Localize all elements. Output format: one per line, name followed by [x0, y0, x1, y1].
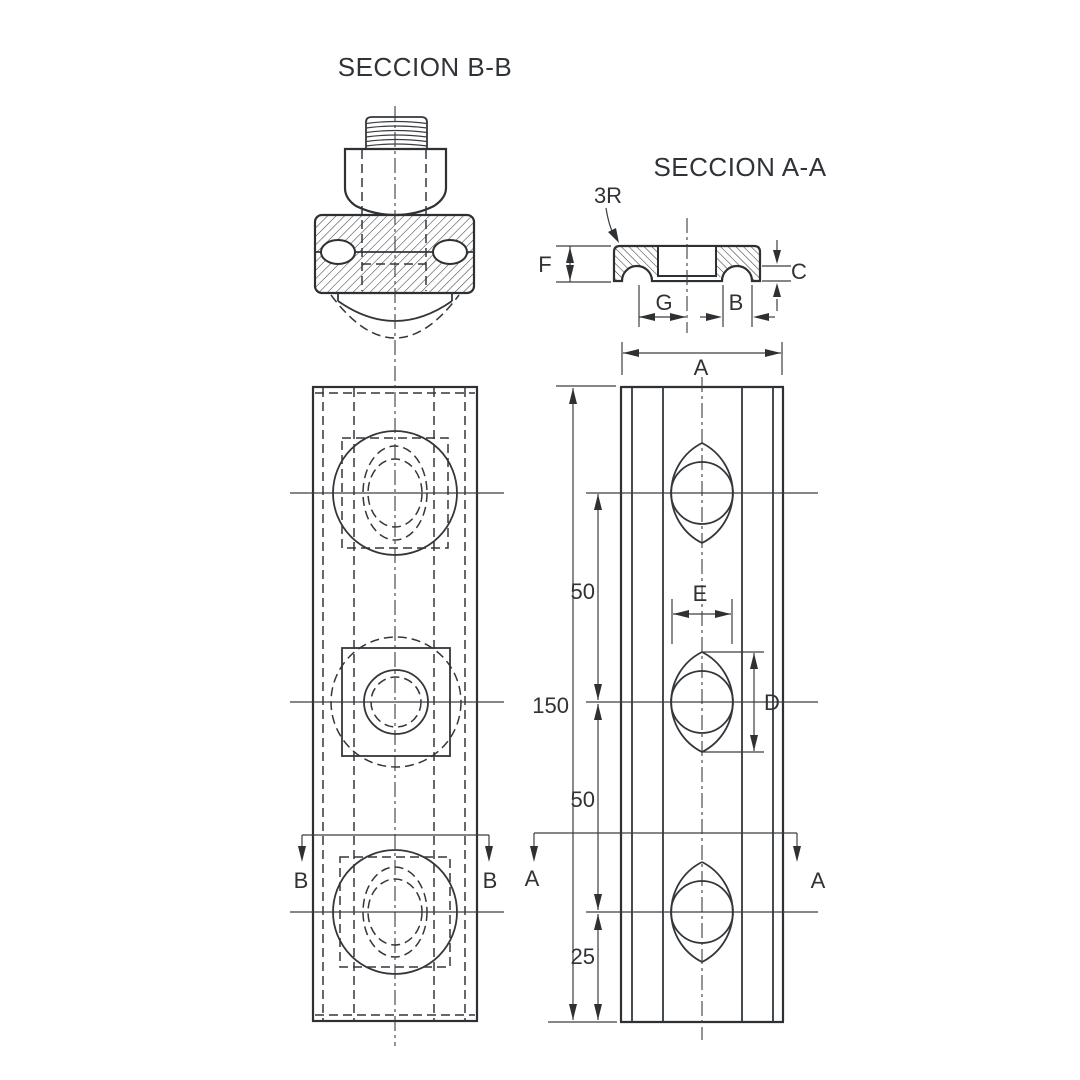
- thread-stud: [365, 116, 428, 149]
- dim-d: D: [702, 651, 780, 753]
- cutting-line-aa: A A: [525, 832, 826, 893]
- block-hole-right: [432, 239, 468, 265]
- title-section-aa: SECCION A-A: [653, 152, 826, 182]
- dim-label-3r: 3R: [594, 183, 622, 208]
- dim-g: G: [638, 285, 686, 327]
- plan-view: [586, 377, 818, 1040]
- cut-marker-b-right: B: [483, 868, 498, 893]
- dim-label-e: E: [693, 581, 708, 606]
- dim-label-g: G: [655, 290, 672, 315]
- dim-b: B: [700, 285, 775, 327]
- front-hole-middle: [330, 636, 462, 768]
- dim-a-width: A: [621, 342, 783, 380]
- front-hole-bottom: [332, 849, 458, 975]
- dim-label-150: 150: [532, 693, 569, 718]
- dim-label-25: 25: [571, 944, 595, 969]
- section-bb-view: [313, 116, 476, 339]
- cut-marker-a-left: A: [525, 866, 540, 891]
- dim-label-b: B: [729, 290, 744, 315]
- cut-marker-b-left: B: [294, 868, 309, 893]
- front-hole-top: [332, 430, 458, 556]
- cut-marker-a-right: A: [811, 868, 826, 893]
- dim-c: C: [762, 240, 807, 311]
- plan-hole-middle: [670, 651, 734, 753]
- dim-chain-vertical: 150 50 50 25: [532, 385, 617, 1023]
- title-section-bb: SECCION B-B: [338, 52, 513, 82]
- dim-label-50-upper: 50: [571, 579, 595, 604]
- dim-label-d: D: [764, 690, 780, 715]
- dim-label-50-lower: 50: [571, 787, 595, 812]
- dim-3r: 3R: [594, 183, 622, 243]
- dim-label-f: F: [538, 252, 551, 277]
- dim-label-c: C: [791, 259, 807, 284]
- front-view: [290, 106, 504, 1046]
- dim-e: E: [671, 581, 733, 644]
- block-hole-left: [320, 239, 356, 265]
- plan-hole-bottom: [670, 861, 734, 963]
- dim-f: F: [538, 245, 611, 283]
- plan-hole-top: [670, 442, 734, 544]
- section-aa-view: 3R F C G: [538, 183, 807, 333]
- dim-label-a: A: [694, 355, 709, 380]
- cutting-line-bb: B B: [294, 834, 498, 893]
